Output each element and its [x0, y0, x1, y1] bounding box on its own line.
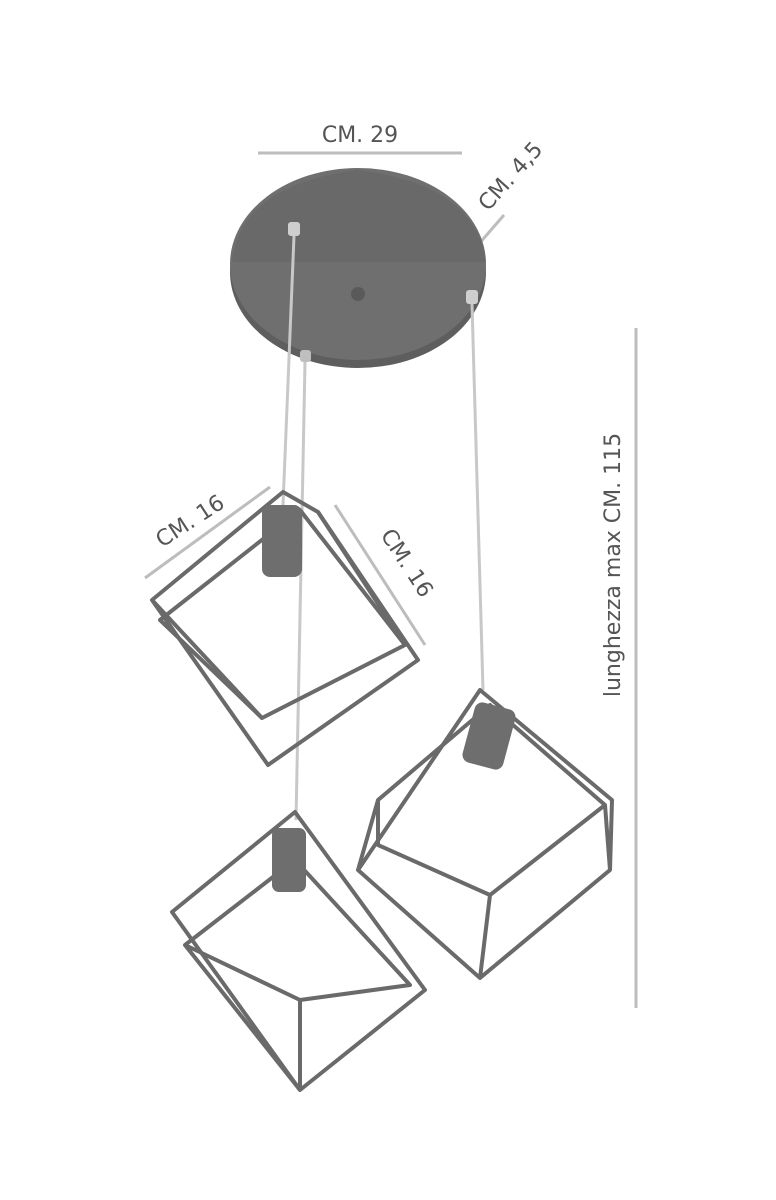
canopy-width-label: CM. 29: [322, 123, 398, 148]
cube-shade-1: [150, 490, 420, 767]
canopy-height-label: CM. 4,5: [474, 137, 548, 216]
cube-shade-3: [356, 688, 614, 980]
cube-shade-2: [170, 810, 427, 1092]
cord-2: [294, 361, 307, 821]
cord-1: [281, 235, 296, 506]
cube-width-line: [144, 485, 271, 580]
ceiling-canopy: [230, 168, 486, 368]
max-length-label: lunghezza max CM. 115: [601, 433, 626, 697]
cube-depth-label: CM. 16: [375, 525, 438, 603]
cord-3: [470, 303, 485, 691]
cube-depth-line: [333, 504, 427, 646]
canopy-height-line: [476, 214, 506, 246]
